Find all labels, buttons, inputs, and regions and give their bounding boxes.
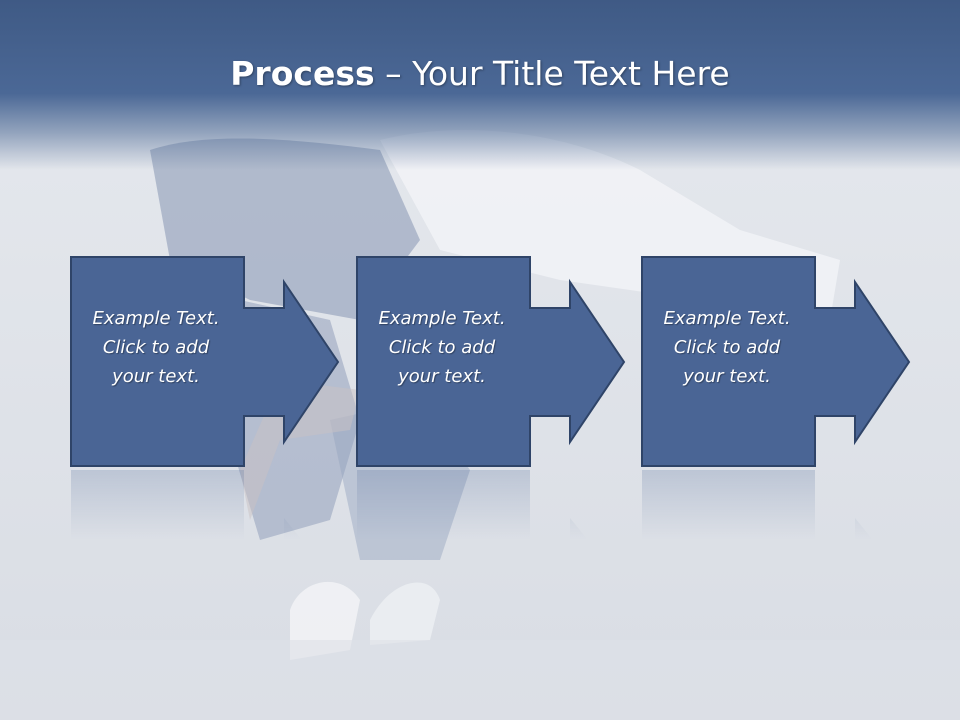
process-step-2[interactable]: Example Text. Click to add your text. bbox=[356, 256, 626, 468]
title-rest: – Your Title Text Here bbox=[374, 54, 730, 93]
process-step-1[interactable]: Example Text. Click to add your text. bbox=[70, 256, 340, 468]
step-reflection bbox=[71, 470, 302, 540]
step-text[interactable]: Example Text. Click to add your text. bbox=[378, 308, 506, 387]
process-step-3[interactable]: Example Text. Click to add your text. bbox=[641, 256, 911, 468]
step-reflection bbox=[642, 470, 873, 540]
right-arrow-icon bbox=[641, 256, 911, 467]
step-text[interactable]: Example Text. Click to add your text. bbox=[92, 308, 220, 387]
title-band bbox=[0, 0, 960, 170]
slide-title[interactable]: Process – Your Title Text Here bbox=[0, 52, 960, 96]
step-text[interactable]: Example Text. Click to add your text. bbox=[663, 308, 791, 387]
right-arrow-icon bbox=[70, 256, 340, 467]
right-arrow-icon bbox=[356, 256, 626, 467]
step-reflection bbox=[357, 470, 588, 540]
title-bold: Process bbox=[230, 54, 375, 93]
